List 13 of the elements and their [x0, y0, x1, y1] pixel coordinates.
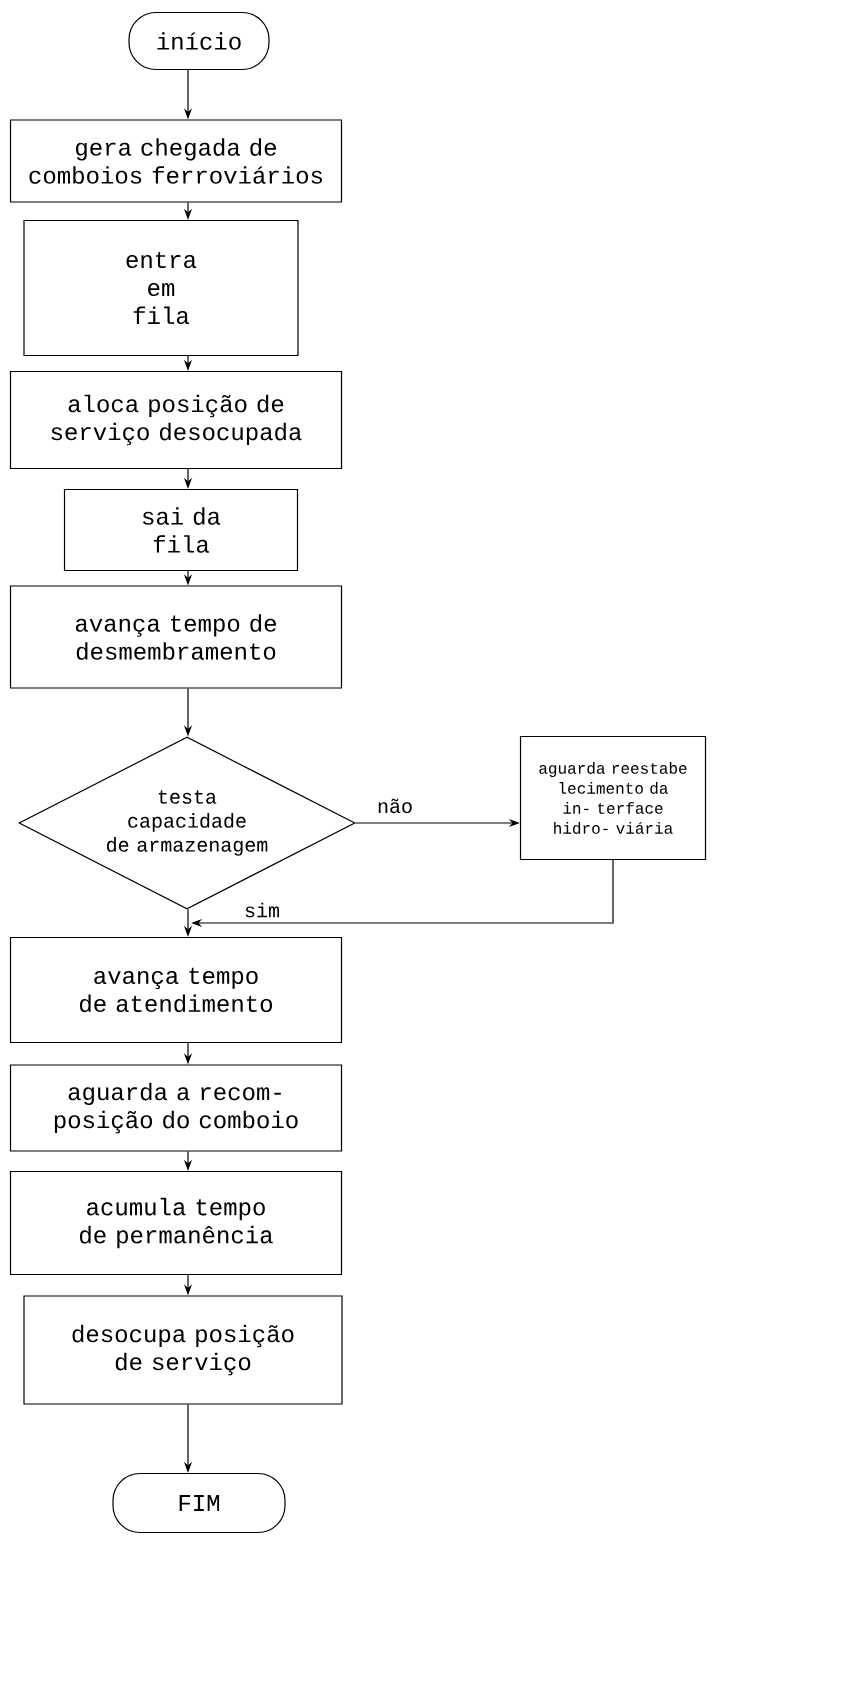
terminal-box: FIM: [112, 1472, 286, 1534]
process-box: entra em fila: [23, 219, 299, 357]
process-box: aloca posição de serviço desocupada: [9, 370, 343, 470]
process-box: sai da fila: [63, 488, 299, 572]
process-box: avança tempo de desmembramento: [9, 585, 343, 689]
process-box: desocupa posição de serviço: [23, 1295, 343, 1405]
process-box: aguarda a recom- posição do comboio: [9, 1064, 343, 1152]
process-box: avança tempo de atendimento: [9, 936, 343, 1044]
process-box: acumula tempo de permanência: [9, 1170, 343, 1276]
edge-label: não: [378, 798, 412, 814]
process-box: aguarda reestabe lecimento da in- terface hidro- viária: [519, 735, 707, 861]
terminal-box: início: [128, 11, 270, 71]
process-box: gera chegada de comboios ferroviários: [9, 119, 343, 203]
